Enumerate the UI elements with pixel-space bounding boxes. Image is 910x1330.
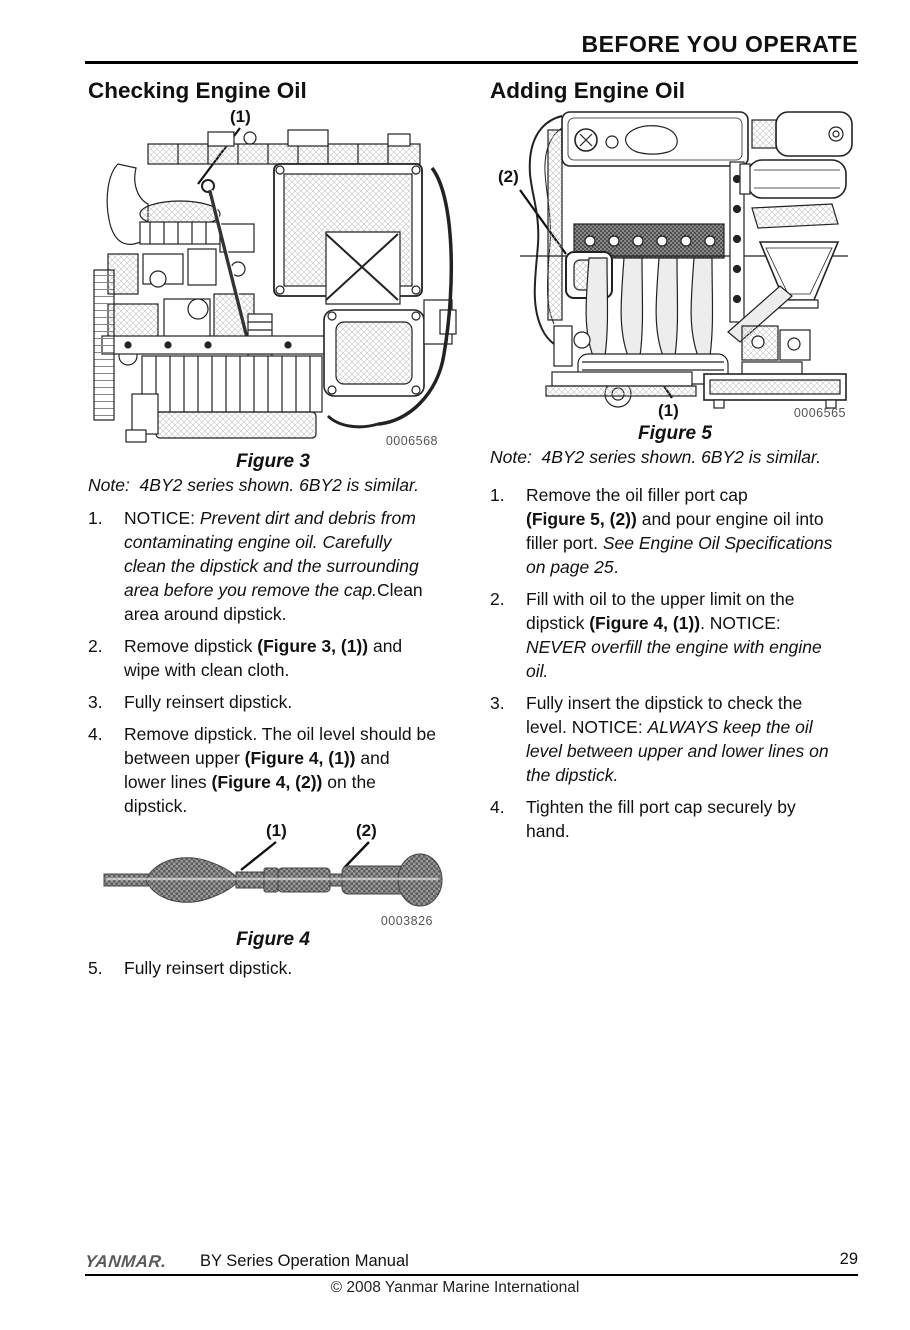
- step-text: Remove dipstick. The oil level should be…: [124, 724, 436, 816]
- callout-label-2: (2): [356, 821, 377, 840]
- checking-steps-list-continued: 5. Fully reinsert dipstick.: [88, 956, 458, 980]
- page-header-title: BEFORE YOU OPERATE: [581, 31, 858, 57]
- checking-step-3: 3. Fully reinsert dipstick.: [88, 690, 458, 714]
- callout-label-2: (2): [498, 167, 519, 186]
- step-text: Fully insert the dipstick to check the l…: [526, 693, 829, 785]
- figure-3-caption: Figure 3: [236, 451, 310, 472]
- left-column: Checking Engine Oil (1): [88, 78, 458, 988]
- step-number: 3.: [490, 693, 505, 713]
- callout-label-1: (1): [658, 401, 679, 420]
- figure-5-note: Note: 4BY2 series shown. 6BY2 is similar…: [490, 447, 822, 467]
- step-number: 1.: [490, 485, 505, 505]
- step-text: Tighten the fill port cap securely by ha…: [526, 797, 796, 841]
- callout-label-1: (1): [230, 107, 251, 126]
- dipstick-illustration: (1) (2): [103, 821, 443, 907]
- right-column: Adding Engine Oil (2): [490, 78, 860, 851]
- adding-step-2: 2. Fill with oil to the upper limit on t…: [490, 587, 860, 683]
- step-number: 2.: [490, 589, 505, 609]
- adding-step-3: 3. Fully insert the dipstick to check th…: [490, 691, 860, 787]
- section-heading-checking-engine-oil: Checking Engine Oil: [88, 78, 307, 103]
- engine-side-view-illustration: (1): [93, 107, 457, 443]
- step-number: 4.: [490, 797, 505, 817]
- step-text: Fully reinsert dipstick.: [124, 958, 293, 978]
- checking-step-5: 5. Fully reinsert dipstick.: [88, 956, 458, 980]
- checking-step-1: 1. NOTICE: Prevent dirt and debris from …: [88, 506, 458, 626]
- footer-rule: [85, 1274, 858, 1276]
- figure-3-note: Note: 4BY2 series shown. 6BY2 is similar…: [88, 475, 420, 495]
- figure-4-caption: Figure 4: [236, 929, 310, 950]
- section-heading-adding-engine-oil: Adding Engine Oil: [490, 78, 685, 103]
- step-number: 1.: [88, 508, 103, 528]
- step-number: 4.: [88, 724, 103, 744]
- figure-5-code: 0006565: [793, 406, 846, 420]
- figure-5-caption: Figure 5: [638, 423, 712, 444]
- footer-manual-title: BY Series Operation Manual: [200, 1252, 409, 1270]
- figure-3: (1): [88, 104, 458, 450]
- step-number: 5.: [88, 958, 103, 978]
- checking-step-4: 4. Remove dipstick. The oil level should…: [88, 722, 458, 818]
- footer-page-number: 29: [839, 1250, 858, 1268]
- checking-step-2: 2. Remove dipstick (Figure 3, (1)) and w…: [88, 634, 458, 682]
- yanmar-logo: YANMAR.: [84, 1252, 168, 1271]
- step-text: Fully reinsert dipstick.: [124, 692, 293, 712]
- step-number: 3.: [88, 692, 103, 712]
- engine-front-view-illustration: (2) (1): [498, 111, 853, 420]
- step-text: Remove dipstick (Figure 3, (1)) and wipe…: [124, 636, 403, 680]
- step-text: Fill with oil to the upper limit on the …: [526, 589, 822, 681]
- figure-4: (1) (2) 0003826: [88, 820, 458, 928]
- adding-step-1: 1. Remove the oil filler port cap (Figur…: [490, 483, 860, 579]
- footer-copyright: © 2008 Yanmar Marine International: [330, 1279, 580, 1296]
- figure-4-code: 0003826: [380, 914, 433, 928]
- step-number: 2.: [88, 636, 103, 656]
- figure-5: (2) (1): [490, 104, 860, 422]
- header-rule: [85, 61, 858, 64]
- adding-step-4: 4. Tighten the fill port cap securely by…: [490, 795, 860, 843]
- checking-steps-list: 1. NOTICE: Prevent dirt and debris from …: [88, 506, 458, 818]
- callout-label-1: (1): [266, 821, 287, 840]
- step-text: Remove the oil filler port cap (Figure 5…: [526, 485, 833, 577]
- adding-steps-list: 1. Remove the oil filler port cap (Figur…: [490, 483, 860, 843]
- step-text: NOTICE: Prevent dirt and debris from con…: [124, 508, 423, 624]
- figure-3-code: 0006568: [385, 434, 438, 448]
